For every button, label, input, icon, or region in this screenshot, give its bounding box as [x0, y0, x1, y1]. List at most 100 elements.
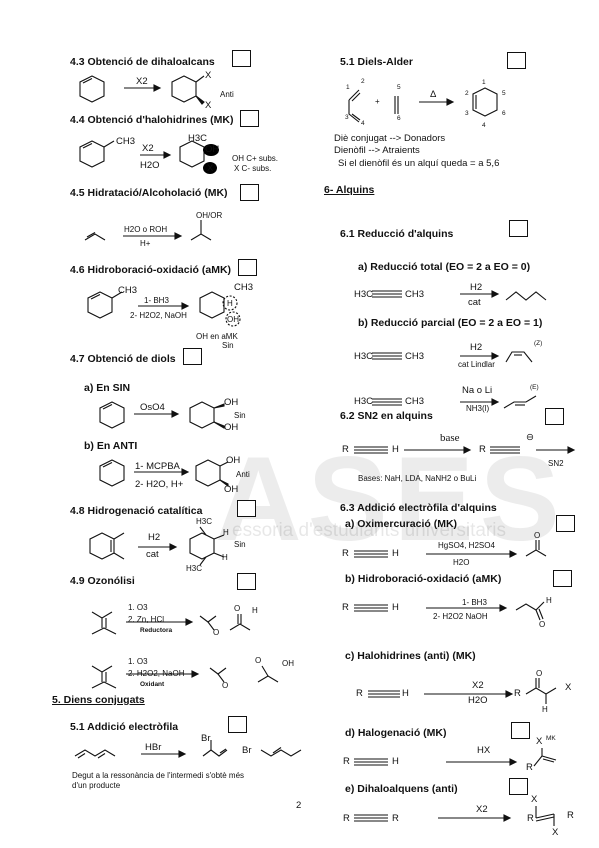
s5-title: 5. Diens conjugats — [52, 694, 145, 706]
s61c-r1: Na o Li — [462, 385, 493, 396]
s48-h3c2: H3C — [186, 564, 203, 573]
s61c-e: (E) — [530, 384, 539, 391]
s63e-reagent: X2 — [476, 804, 488, 815]
s62-checkbox[interactable] — [545, 408, 564, 425]
s51da-p4: 4 — [482, 122, 486, 129]
s62-scheme — [354, 446, 576, 454]
s49-title: 4.9 Ozonólisi — [70, 575, 135, 587]
s62-charge: ⊖ — [526, 432, 534, 443]
s47-checkbox[interactable] — [183, 348, 202, 365]
s46-checkbox[interactable] — [238, 259, 257, 276]
s63e-title: e) Dihaloalquens (anti) — [345, 783, 458, 795]
s63d-checkbox[interactable] — [511, 722, 530, 739]
s61-checkbox[interactable] — [509, 220, 528, 237]
s48-checkbox[interactable] — [237, 500, 256, 517]
s51da-title: 5.1 Diels-Alder — [340, 56, 413, 68]
s49b-o1: O — [222, 681, 229, 690]
s44-x: X — [207, 163, 214, 174]
s49a-o2: O — [234, 604, 241, 613]
s63a-checkbox[interactable] — [556, 515, 575, 532]
s43-x2: X — [205, 100, 212, 111]
s47b-r1: 1- MCPBA — [135, 461, 180, 472]
s47a-note: Sin — [234, 411, 246, 420]
s51-checkbox[interactable] — [228, 716, 247, 733]
s44-checkbox[interactable] — [240, 110, 259, 127]
s51da-l1: Diè conjugat --> Donadors — [334, 133, 446, 144]
s61b-scheme — [372, 351, 533, 363]
s63c-ph: H — [542, 705, 548, 714]
s63c-o: O — [536, 669, 543, 678]
s49-checkbox[interactable] — [237, 573, 256, 590]
s63c-rp: R — [514, 688, 521, 699]
s49a-r2: 2. Zn, HCl — [128, 615, 165, 624]
s49a-r1: 1. O3 — [128, 603, 148, 612]
s63c-r2: H2O — [468, 695, 488, 706]
s51da-n6: 6 — [397, 115, 401, 122]
s61a-left: H3C — [354, 289, 374, 300]
watermark-logo: ASES — [215, 432, 566, 566]
s63c-r1: X2 — [472, 680, 484, 691]
s47b-scheme — [99, 459, 229, 488]
s48-h1: H — [223, 528, 229, 537]
s63d-r: R — [343, 756, 350, 767]
s63e-checkbox[interactable] — [509, 778, 528, 795]
s49b-r1: 1. O3 — [128, 657, 148, 666]
s61a-scheme — [372, 290, 547, 301]
s49a-o1: O — [213, 628, 220, 637]
s43-title: 4.3 Obtenció de dihaloalcans — [70, 56, 215, 68]
s63d-r1: HX — [477, 745, 491, 756]
s43-reagent: X2 — [136, 76, 148, 87]
s45-r1: H2O o ROH — [124, 225, 168, 234]
s51da-scheme — [348, 87, 498, 123]
s46-oh: OH — [227, 315, 239, 324]
s45-title: 4.5 Hidratació/Alcoholació (MK) — [70, 187, 228, 199]
s51-title: 5.1 Addició electròfila — [70, 721, 179, 733]
s61b-title: b) Reducció parcial (EO = 2 a EO = 1) — [358, 317, 543, 329]
s51da-plus: + — [375, 97, 380, 106]
s63e-pr2: R — [567, 810, 574, 821]
s43-x1: X — [205, 70, 212, 81]
s49b-r2: 2. H2O2, NaOH — [128, 669, 185, 678]
s62-bases: Bases: NaH, LDA, NaNH2 o BuLi — [358, 474, 477, 483]
s46-title: 4.6 Hidroboració-oxidació (aMK) — [70, 264, 232, 276]
s63b-r2: 2- H2O2 NaOH — [433, 612, 488, 621]
s48-title: 4.8 Hidrogenació catalítica — [70, 505, 203, 517]
s48-h3c1: H3C — [196, 517, 213, 526]
s44-r2: H2O — [140, 160, 160, 171]
s63e-pr1: R — [527, 813, 534, 824]
s49b-r3: Oxidant — [140, 681, 165, 688]
s51-reagent: HBr — [145, 742, 162, 753]
s63e-r2: R — [392, 813, 399, 824]
s51-scheme — [74, 740, 302, 759]
s63d-pr: R — [526, 762, 533, 773]
s63a-title: a) Oximercuració (MK) — [345, 518, 458, 530]
s51da-checkbox[interactable] — [507, 52, 526, 69]
s46-ch3: CH3 — [118, 285, 138, 296]
s51da-p3: 3 — [465, 110, 469, 117]
s47b-r2: 2- H2O, H+ — [135, 479, 184, 490]
s45-checkbox[interactable] — [240, 184, 259, 201]
s46-h: H — [227, 299, 233, 308]
s63a-scheme — [354, 540, 547, 558]
page-number: 2 — [296, 800, 302, 811]
s51-note2: d'un producte — [72, 781, 121, 790]
s63b-checkbox[interactable] — [553, 570, 572, 587]
s51da-l3: Si el dienòfil és un alquí queda = a 5,6 — [338, 158, 500, 169]
s51da-n4: 4 — [361, 120, 365, 127]
s51da-p2: 2 — [465, 90, 469, 97]
s43-checkbox[interactable] — [232, 50, 251, 67]
s45-r2: H+ — [140, 239, 151, 248]
s43-scheme — [79, 75, 205, 105]
s48-r1: H2 — [148, 532, 161, 543]
s63b-h: H — [392, 602, 399, 613]
s43-note: Anti — [220, 90, 234, 99]
s51-note1: Degut a la ressonància de l'intermedi s'… — [72, 771, 245, 780]
s51-br1: Br — [201, 733, 211, 744]
s61a-title: a) Reducció total (EO = 2 a EO = 0) — [358, 261, 531, 273]
s61c-right: CH3 — [405, 396, 425, 407]
s48-note: Sin — [234, 540, 246, 549]
s62-pr: R — [479, 444, 486, 455]
s49a-h: H — [252, 606, 258, 615]
s47a-oh1: OH — [224, 397, 239, 408]
s47a-scheme — [99, 401, 225, 429]
